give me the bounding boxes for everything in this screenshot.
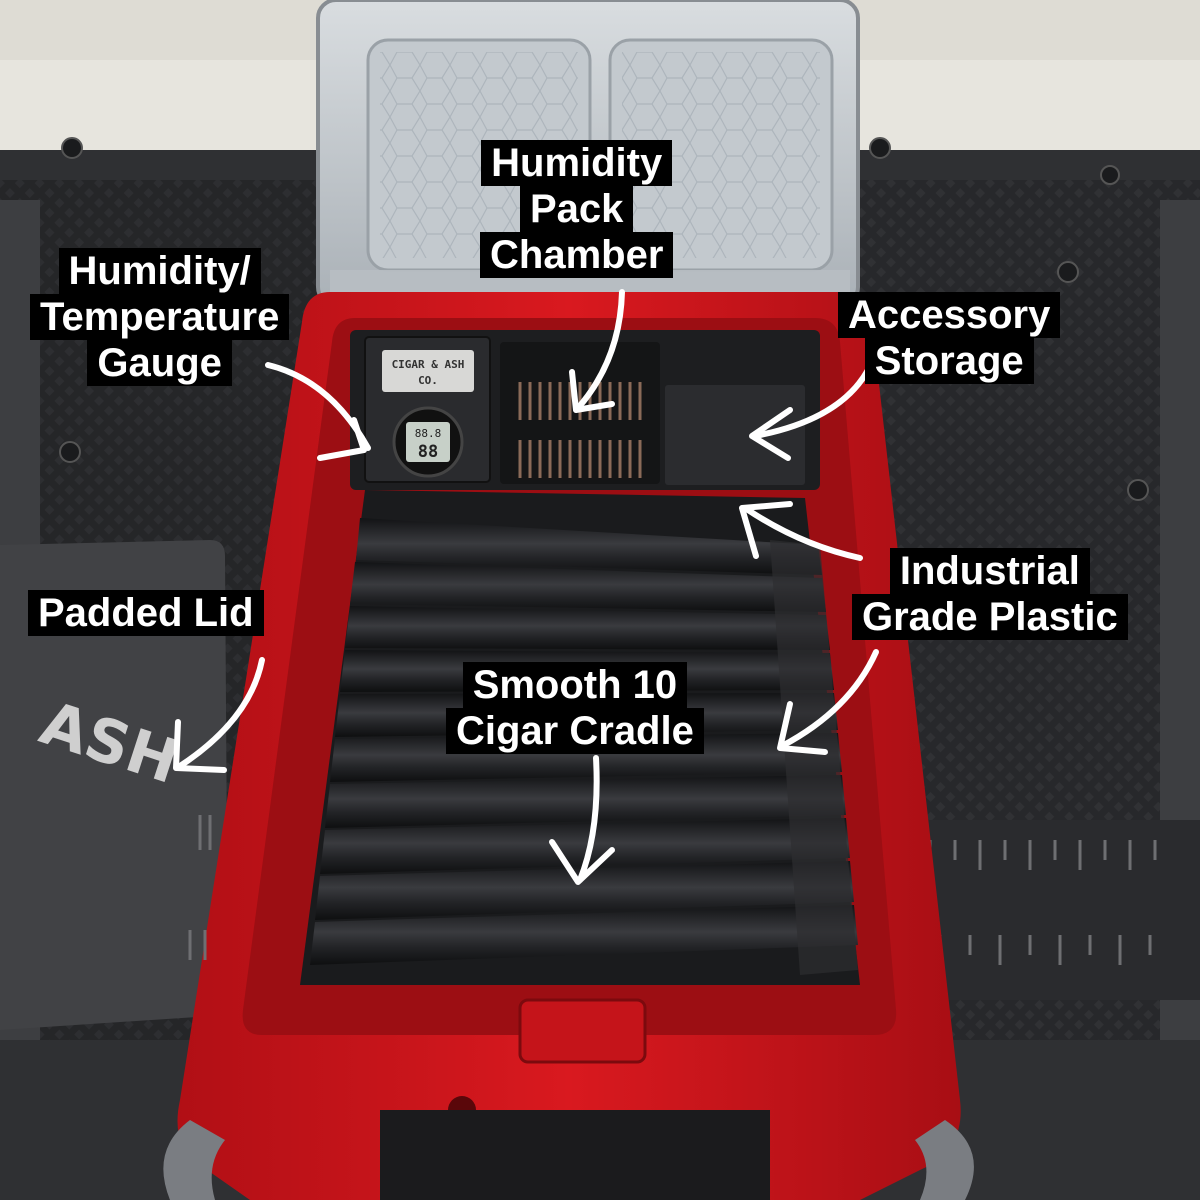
label-line: Temperature bbox=[30, 294, 290, 340]
label-line: Smooth 10 bbox=[462, 662, 688, 708]
label-line: Industrial bbox=[889, 548, 1090, 594]
label-industrial-grade-plastic: Industrial Grade Plastic bbox=[852, 548, 1128, 640]
label-line: Humidity/ bbox=[58, 248, 261, 294]
label-smooth-cigar-cradle: Smooth 10 Cigar Cradle bbox=[446, 662, 704, 754]
label-humidity-pack-chamber: Humidity Pack Chamber bbox=[480, 140, 674, 278]
svg-text:88.8: 88.8 bbox=[415, 427, 442, 440]
label-line: Storage bbox=[864, 338, 1034, 384]
label-line: Padded Lid bbox=[28, 590, 264, 636]
label-line: Humidity bbox=[481, 140, 673, 186]
svg-text:CO.: CO. bbox=[418, 374, 438, 387]
padded-lid-object: ASH bbox=[0, 540, 228, 1030]
label-line: Accessory bbox=[838, 292, 1061, 338]
svg-text:88: 88 bbox=[418, 442, 438, 462]
label-line: Gauge bbox=[87, 340, 232, 386]
label-line: Pack bbox=[519, 186, 634, 232]
label-accessory-storage: Accessory Storage bbox=[838, 292, 1061, 384]
label-line: Cigar Cradle bbox=[446, 708, 704, 754]
label-line: Chamber bbox=[480, 232, 674, 278]
label-humidity-temperature-gauge: Humidity/ Temperature Gauge bbox=[30, 248, 290, 386]
label-padded-lid: Padded Lid bbox=[28, 590, 264, 636]
top-tray: CIGAR & ASH CO. 88.8 88 bbox=[350, 330, 820, 490]
svg-text:CIGAR & ASH: CIGAR & ASH bbox=[392, 358, 465, 371]
label-line: Grade Plastic bbox=[852, 594, 1128, 640]
